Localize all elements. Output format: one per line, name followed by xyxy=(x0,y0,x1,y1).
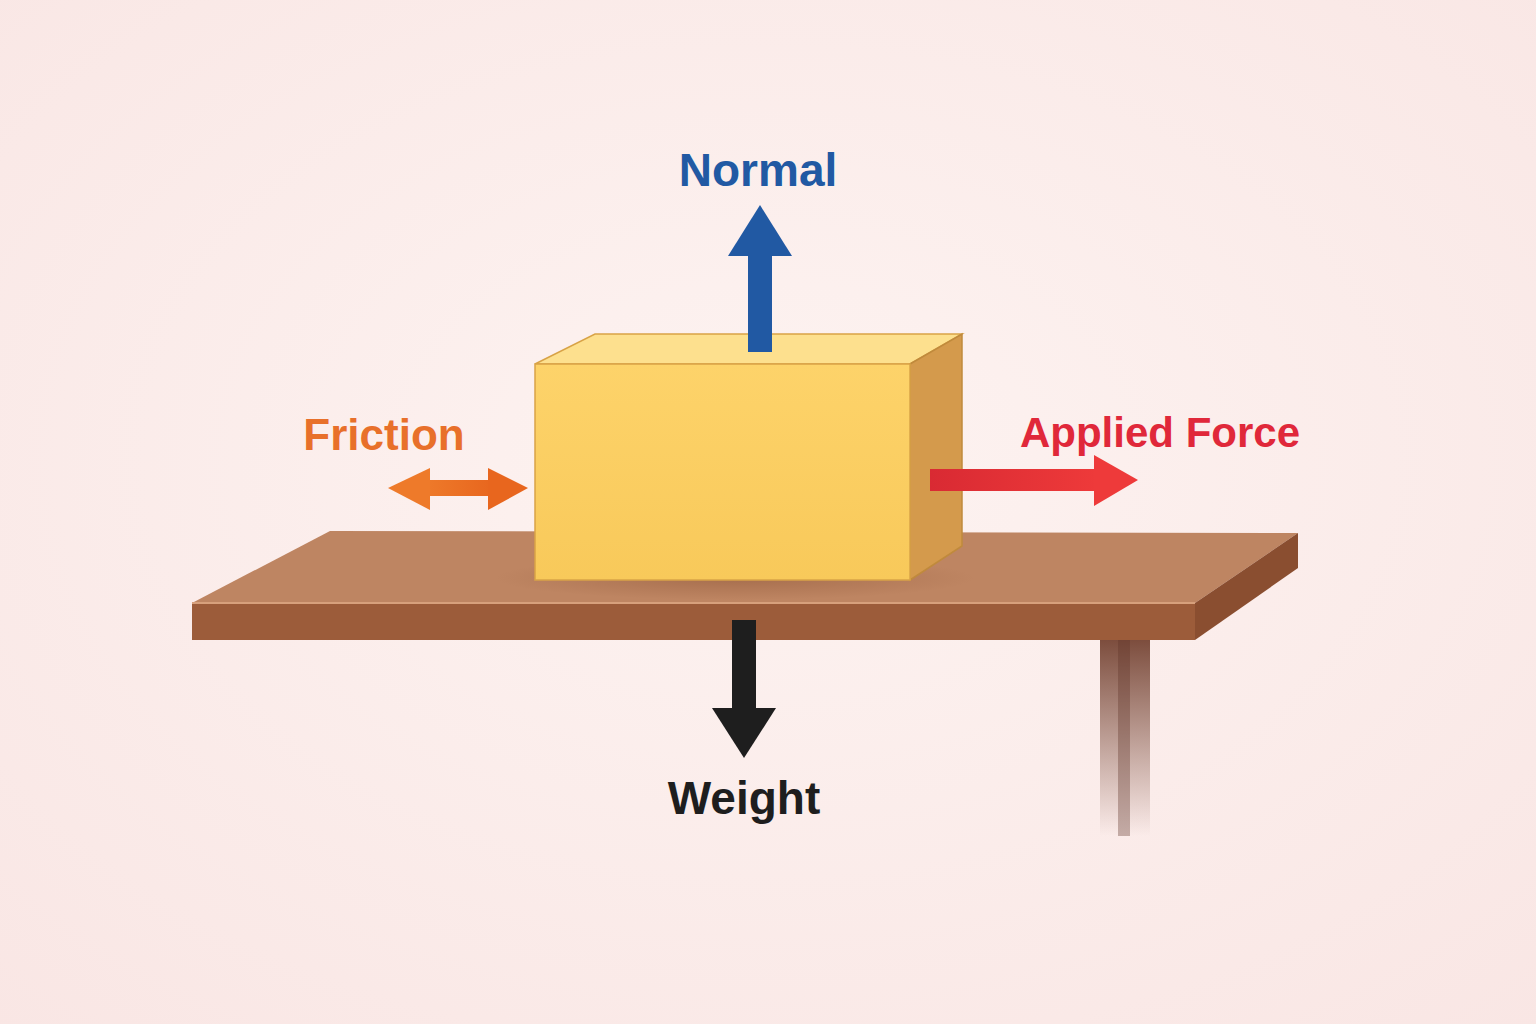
force-label: Applied Force xyxy=(1020,410,1300,456)
block xyxy=(535,334,962,580)
weight-arrow xyxy=(712,620,776,758)
normal-force-arrow xyxy=(728,205,792,352)
force-label: Friction xyxy=(303,411,464,459)
friction-arrow xyxy=(388,468,528,510)
force-label: Weight xyxy=(668,773,820,824)
applied-force-arrow xyxy=(930,455,1138,506)
table-leg-shade xyxy=(1118,636,1130,836)
force-label: Normal xyxy=(679,145,837,196)
table-leg xyxy=(1100,636,1150,836)
